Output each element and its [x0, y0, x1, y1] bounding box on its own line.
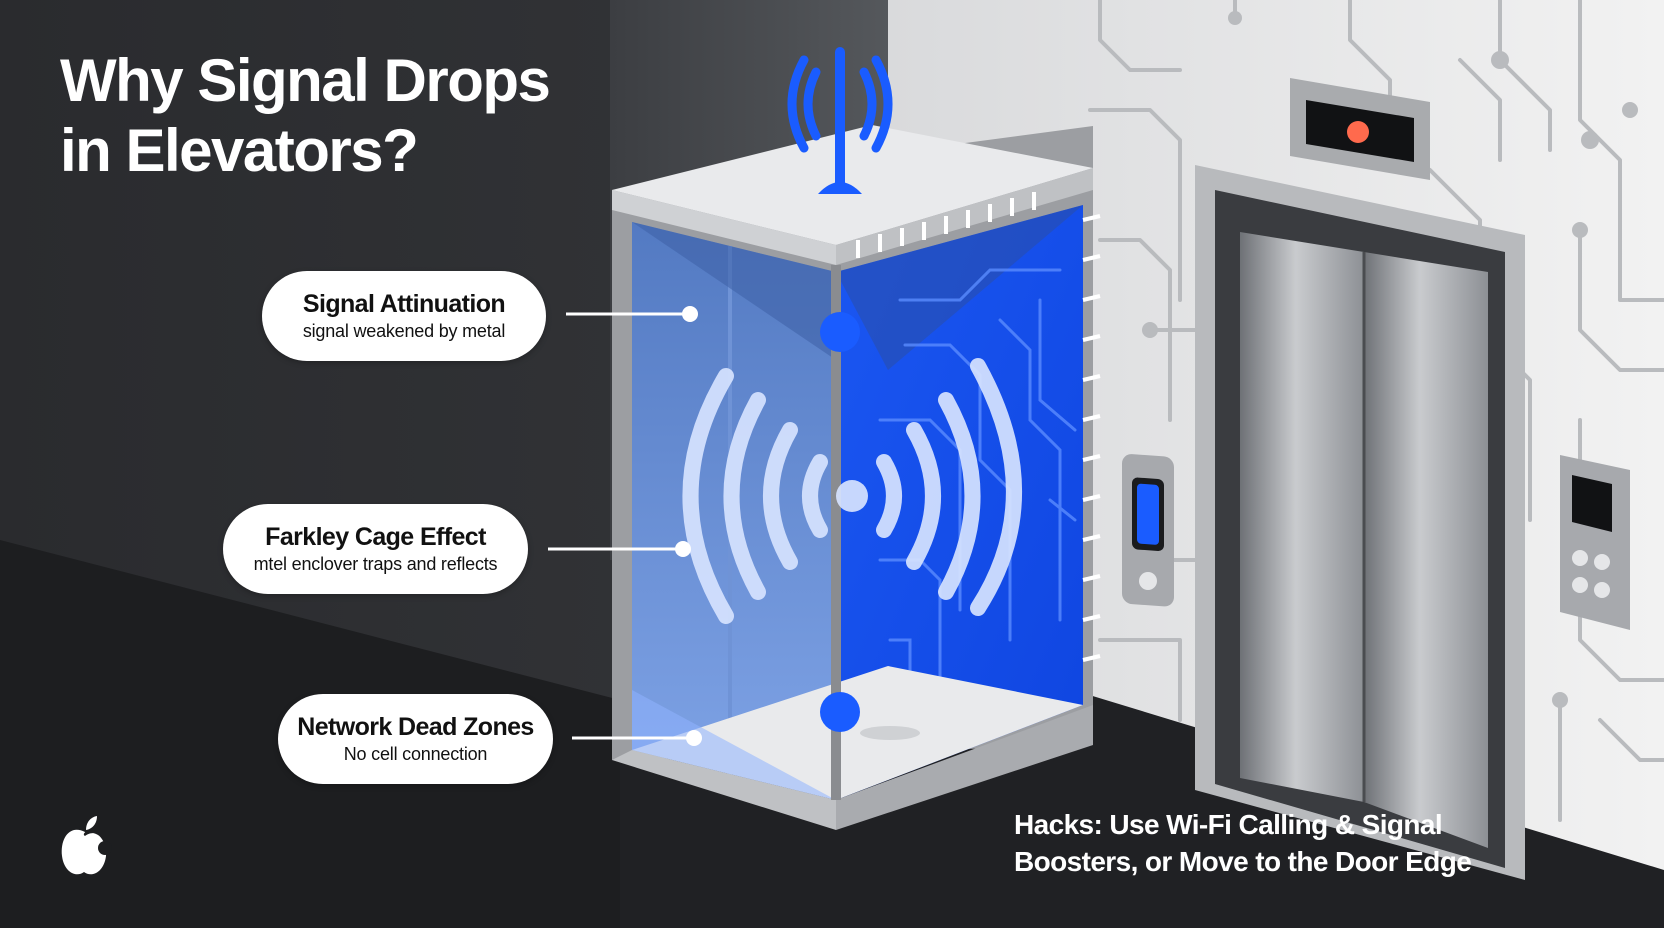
circuit-pattern: [1088, 0, 1664, 822]
title-line-1: Why Signal Drops: [60, 47, 551, 114]
apple-logo: [61, 816, 112, 875]
callout-label: Network Dead Zones: [297, 713, 534, 741]
hacks-line-2: Boosters, or Move to the Door Edge: [1014, 846, 1472, 877]
node-bottom: [820, 692, 860, 732]
page-title: Why Signal Drops in Elevators?: [60, 46, 620, 186]
node-top: [820, 312, 860, 352]
antenna-icon: [787, 47, 893, 194]
callout-description: mtel enclover traps and reflects: [253, 554, 498, 574]
call-panel: [1122, 454, 1174, 607]
callout-label: Farkley Cage Effect: [265, 523, 486, 551]
apple-logo-floor-indicator: [1347, 121, 1369, 143]
floor-indicator: [1290, 78, 1430, 180]
elevator-cabin: [612, 125, 1101, 830]
callout-description: No cell connection: [343, 744, 488, 764]
callout-dead-zones: Network Dead Zones No cell connection: [278, 694, 553, 784]
title-line-2: in Elevators?: [60, 117, 419, 184]
hacks-tip: Hacks: Use Wi-Fi Calling & Signal Booste…: [1014, 806, 1474, 880]
callout-faraday-cage: Farkley Cage Effect mtel enclover traps …: [223, 504, 528, 594]
side-keypad: [1560, 455, 1630, 630]
elevator-door: [1195, 165, 1525, 880]
callout-signal-attenuation: Signal Attinuation signal weakened by me…: [262, 271, 546, 361]
callout-connectors: [548, 306, 702, 746]
signal-waves-icon: [682, 358, 1022, 624]
callout-label: Signal Attinuation: [302, 290, 506, 318]
callout-description: signal weakened by metal: [302, 321, 506, 341]
hacks-line-1: Hacks: Use Wi-Fi Calling & Signal: [1014, 809, 1443, 840]
